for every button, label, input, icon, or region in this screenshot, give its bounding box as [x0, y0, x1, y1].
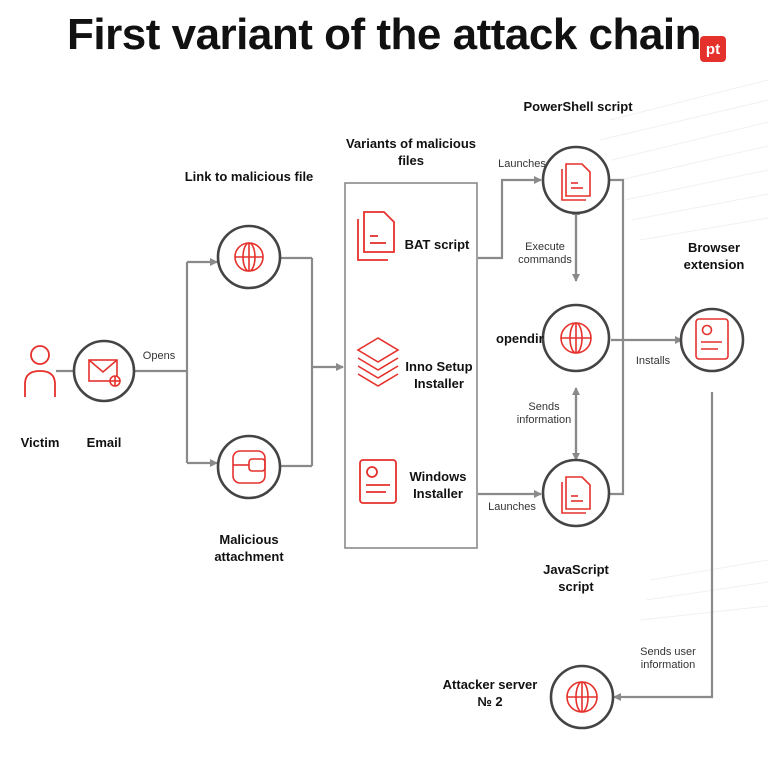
file-icon — [561, 163, 591, 201]
variants-label: Variants of malicious files — [345, 136, 477, 168]
inno-label: Inno Setup Installer — [405, 359, 473, 391]
globe-icon — [566, 681, 598, 713]
background-pattern — [599, 79, 768, 621]
javascript-label: JavaScript script — [543, 562, 609, 594]
wallet-icon — [232, 450, 266, 484]
bat-label: BAT script — [404, 237, 470, 252]
javascript-node — [541, 458, 611, 528]
browser-ext-label: Browser extension — [683, 240, 745, 272]
sends-information-label: Sends information — [516, 401, 572, 426]
victim-label: Victim — [20, 435, 60, 450]
attacker-label: Attacker server № 2 — [442, 677, 538, 709]
envelope-bug-icon — [88, 359, 121, 387]
node-circles — [72, 145, 745, 730]
user-icon — [24, 345, 56, 397]
id-card-icon — [359, 459, 397, 504]
pt-logo: pt — [700, 36, 726, 62]
installs-label: Installs — [635, 355, 671, 367]
connectors — [56, 176, 714, 701]
powershell-node — [541, 145, 611, 215]
layers-icon — [356, 337, 400, 387]
file-icon — [357, 211, 395, 261]
email-label: Email — [86, 435, 122, 450]
opendir-label: opendir — [496, 331, 544, 346]
file-icon — [561, 476, 591, 514]
globe-icon — [234, 242, 264, 272]
globe-icon — [560, 322, 592, 354]
execute-commands-label: Execute commands — [518, 241, 572, 266]
link-label: Link to malicious file — [184, 169, 314, 184]
variants-box — [344, 182, 478, 549]
launches-top-label: Launches — [498, 158, 546, 170]
sends-user-info-label: Sends user information — [640, 646, 696, 671]
page-title: First variant of the attack chain — [67, 10, 701, 59]
launches-bottom-label: Launches — [488, 501, 536, 513]
opens-label: Opens — [142, 350, 176, 362]
id-card-icon — [695, 318, 729, 360]
powershell-label: PowerShell script — [523, 99, 633, 114]
windows-label: Windows Installer — [409, 469, 467, 501]
attachment-label: Malicious attachment — [214, 532, 284, 564]
